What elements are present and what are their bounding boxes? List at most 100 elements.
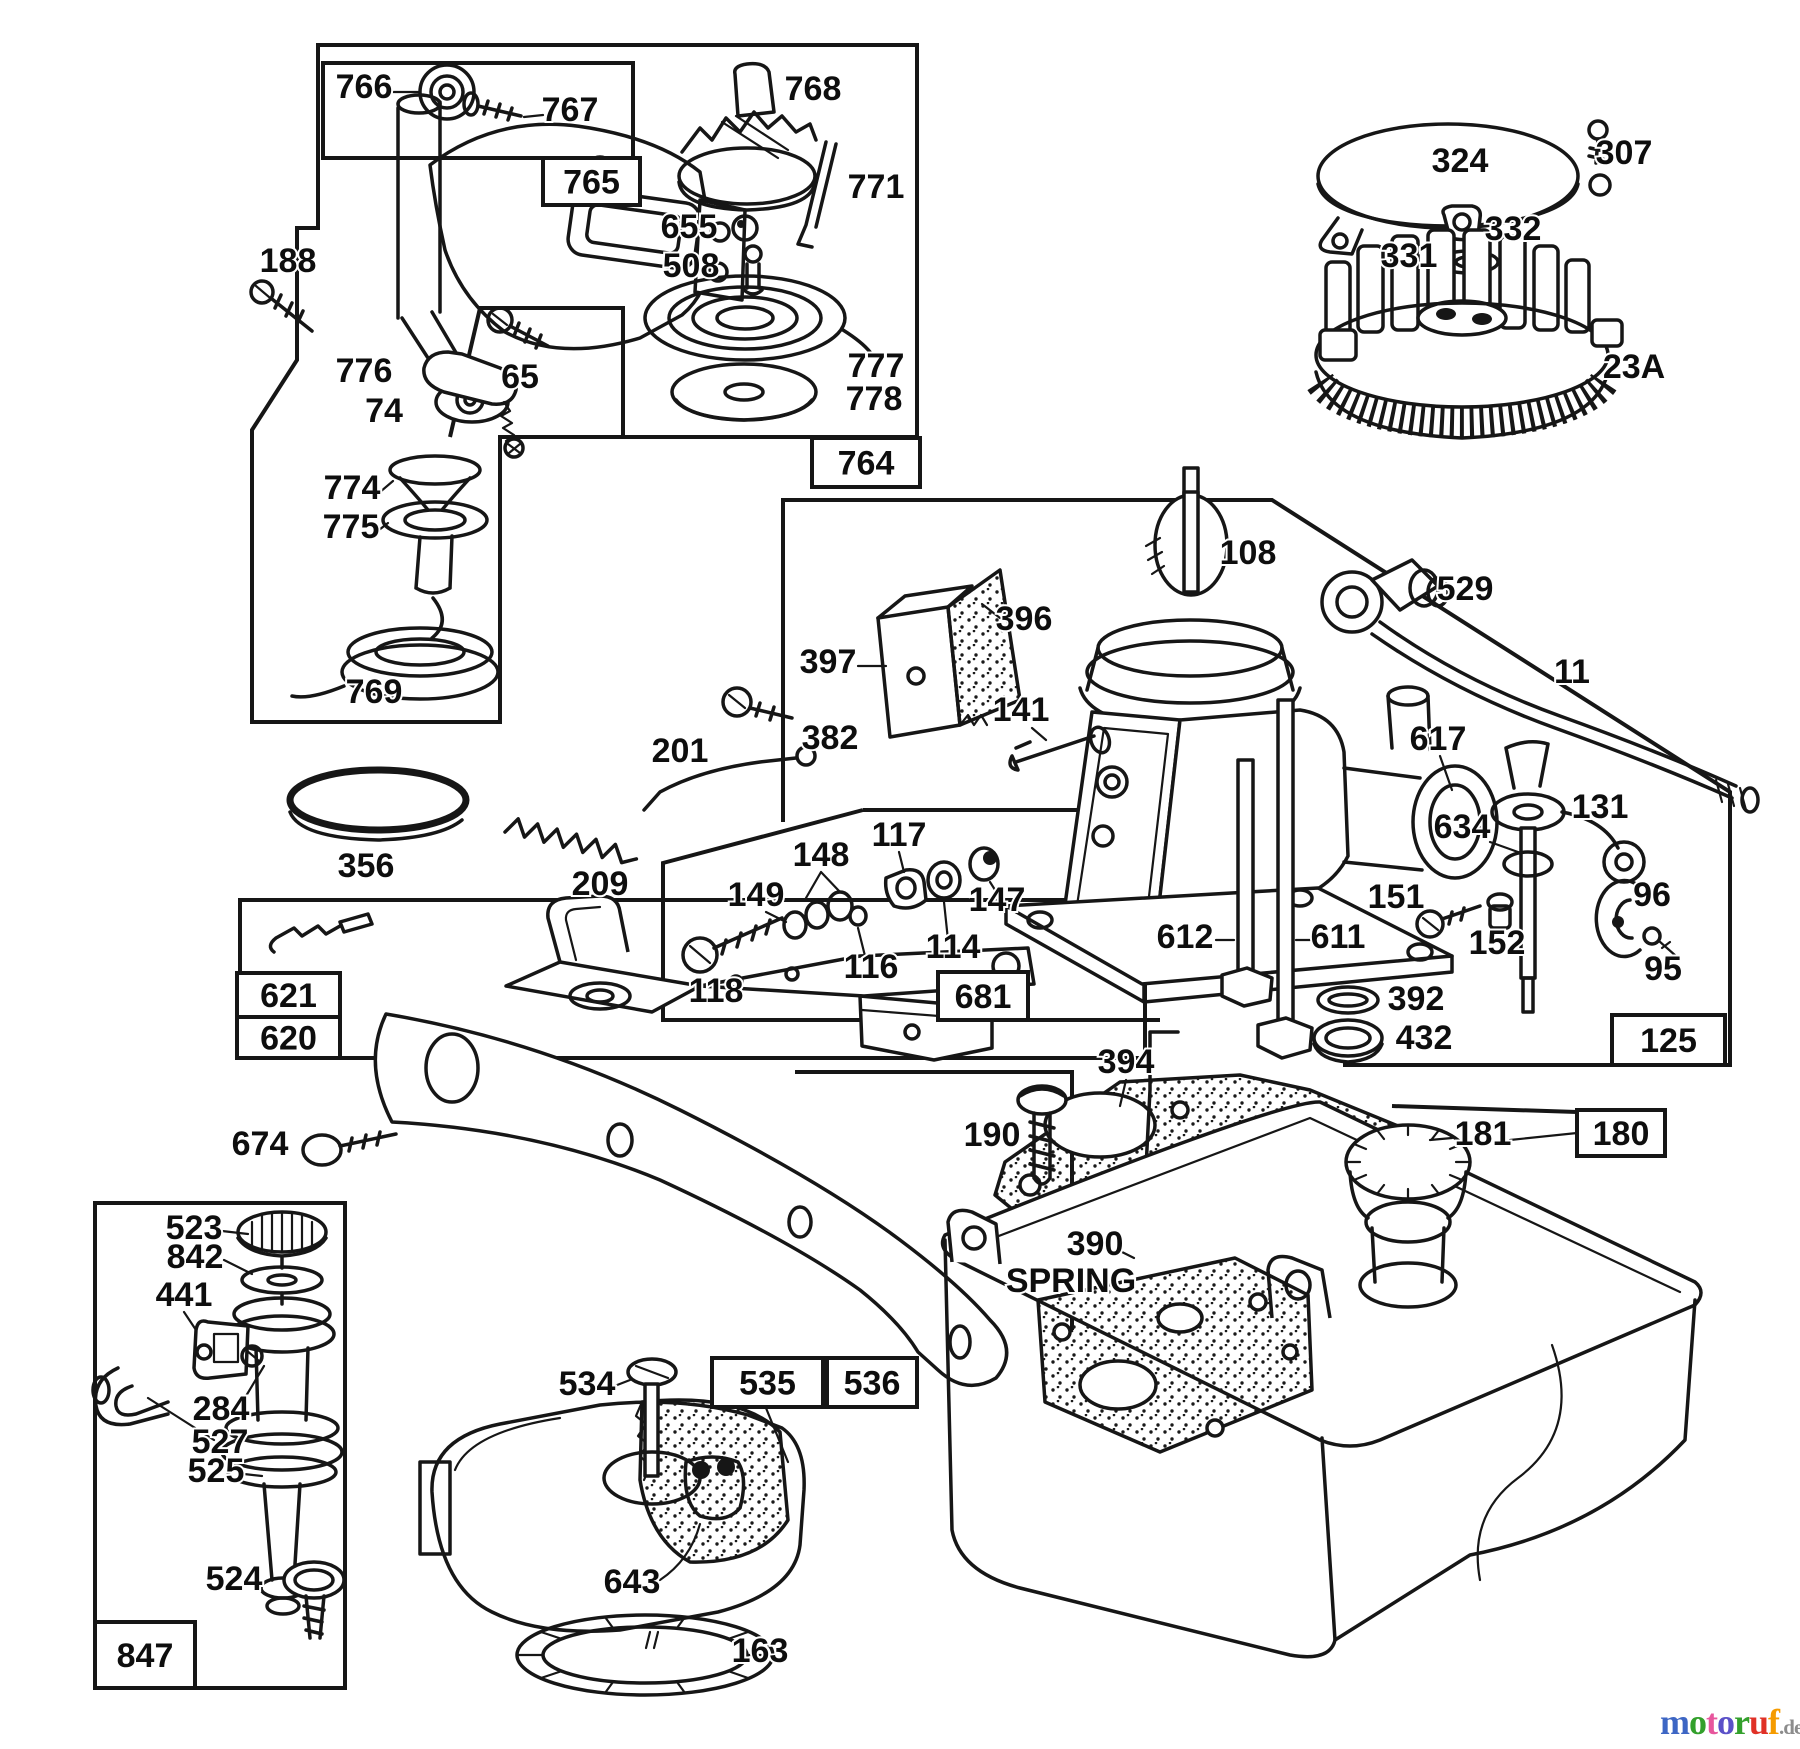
- part-label-775: 775: [323, 508, 380, 546]
- part-label-23A: 23A: [1603, 348, 1665, 386]
- choke-plate-397: [876, 605, 962, 739]
- group-label-text-536: 536: [844, 1365, 901, 1403]
- part-label-508: 508: [663, 247, 720, 285]
- screw-151: [1415, 909, 1445, 939]
- group-label-text-681: 681: [955, 978, 1012, 1016]
- part-label-147: 147: [969, 881, 1026, 919]
- tank-ear-left: [946, 1208, 1002, 1265]
- group-label-620: 620: [235, 1015, 342, 1060]
- group-label-box-125: [1610, 1013, 1727, 1067]
- screw-188: [249, 279, 275, 305]
- group-label-765: 765: [541, 156, 642, 207]
- washer-842: [240, 1265, 324, 1295]
- part-label-141: 141: [993, 691, 1050, 729]
- part-label-11: 11: [1554, 653, 1590, 691]
- disc-775: [381, 500, 489, 540]
- part-label-771: 771: [848, 168, 905, 206]
- washers-149: [782, 910, 808, 940]
- leader-774-775: [377, 479, 395, 532]
- keeper-96: [1594, 878, 1642, 959]
- pin-508: [743, 244, 763, 264]
- part-label-181: 181: [1455, 1115, 1512, 1153]
- rope-handle: [422, 350, 518, 406]
- fuel-pickup-group-outline: [93, 1201, 347, 1690]
- group-label-681: 681: [936, 970, 1030, 1022]
- part-label-118: 118: [689, 972, 744, 1010]
- part-label-766: 766: [336, 68, 393, 106]
- fuel-pickup-assembly: [91, 1210, 346, 1640]
- part-label-149: 149: [728, 876, 785, 914]
- screw-65: [486, 306, 514, 334]
- venturi: [1342, 766, 1424, 872]
- o-ring-356: [286, 766, 470, 834]
- bowl-flange: [418, 1460, 452, 1556]
- group-label-847: 847: [93, 1620, 197, 1690]
- pin-771: [796, 140, 838, 249]
- part-label-114: 114: [926, 928, 981, 966]
- recoil-group-outline: [250, 43, 919, 724]
- tank-right-face: [1333, 1298, 1697, 1642]
- group-label-text-535: 535: [739, 1365, 796, 1403]
- ball-655: [731, 214, 759, 242]
- part-label-116: 116: [844, 948, 899, 986]
- lever-loop: [546, 894, 630, 963]
- screw-95: [1642, 926, 1662, 946]
- part-label-382: 382: [802, 719, 859, 757]
- part-label-776: 776: [336, 352, 393, 390]
- part-label-432: 432: [1396, 1019, 1453, 1057]
- part-label-356: 356: [338, 847, 395, 885]
- part-label-634: 634: [1434, 808, 1491, 846]
- group-label-box-620: [235, 1015, 342, 1060]
- power-spring-777: [643, 274, 847, 362]
- oring-spring-link-parts: [286, 745, 817, 865]
- part-label-209: 209: [572, 865, 629, 903]
- part-label-190: 190: [964, 1116, 1021, 1154]
- part-label-529: 529: [1437, 570, 1494, 608]
- starter-clutch-assembly: [643, 61, 872, 422]
- group-label-box-180: [1575, 1108, 1667, 1158]
- seal-392: [1316, 985, 1380, 1015]
- part-label-777: 777: [848, 347, 905, 385]
- part-label-767: 767: [542, 91, 599, 129]
- clutch-ratchet-teeth: [680, 110, 818, 154]
- mounting-bolt-611: [1276, 698, 1295, 1027]
- seal-432: [1312, 1018, 1384, 1058]
- part-label-151: 151: [1368, 878, 1425, 916]
- part-label-441: 441: [156, 1276, 213, 1314]
- washer-114: [926, 860, 962, 900]
- part-label-74: 74: [365, 392, 403, 430]
- control-bracket-assembly: [268, 894, 1036, 1388]
- mounting-bolt-612: [1236, 758, 1255, 977]
- part-label-674: 674: [232, 1125, 289, 1163]
- part-label-163: 163: [732, 1632, 789, 1670]
- tank-front-face: [943, 1238, 1337, 1659]
- group-label-text-125: 125: [1640, 1022, 1697, 1060]
- part-label-117: 117: [872, 816, 927, 854]
- group-label-box-536: [825, 1356, 919, 1409]
- standpipe-525: [262, 1482, 302, 1582]
- kit-leader-lines: [764, 850, 999, 962]
- group-label-text-765: 765: [563, 164, 620, 202]
- part-label-655: 655: [661, 208, 718, 246]
- part-label-523: 523: [166, 1209, 223, 1247]
- part-label-525: 525: [188, 1452, 245, 1490]
- lever-plate: [504, 960, 702, 1014]
- part-label-524: 524: [206, 1560, 263, 1598]
- bracket-arm-620: [373, 1012, 1009, 1388]
- part-label-324: 324: [1432, 142, 1489, 180]
- pin-141: [1008, 734, 1096, 772]
- clamp-441: [192, 1319, 250, 1381]
- part-label-95: 95: [1644, 950, 1682, 988]
- fuel-tank-assembly: [940, 1100, 1703, 1659]
- part-label-768: 768: [785, 70, 842, 108]
- part-label-769: 769: [346, 673, 403, 711]
- clutch-knob: [733, 61, 776, 118]
- starter-housing: [428, 122, 714, 351]
- spring-209: [503, 817, 639, 865]
- part-label-65: 65: [501, 358, 539, 396]
- group-label-621: 621: [235, 971, 342, 1019]
- part-label-332: 332: [1485, 210, 1542, 248]
- part-label-392: 392: [1388, 980, 1445, 1018]
